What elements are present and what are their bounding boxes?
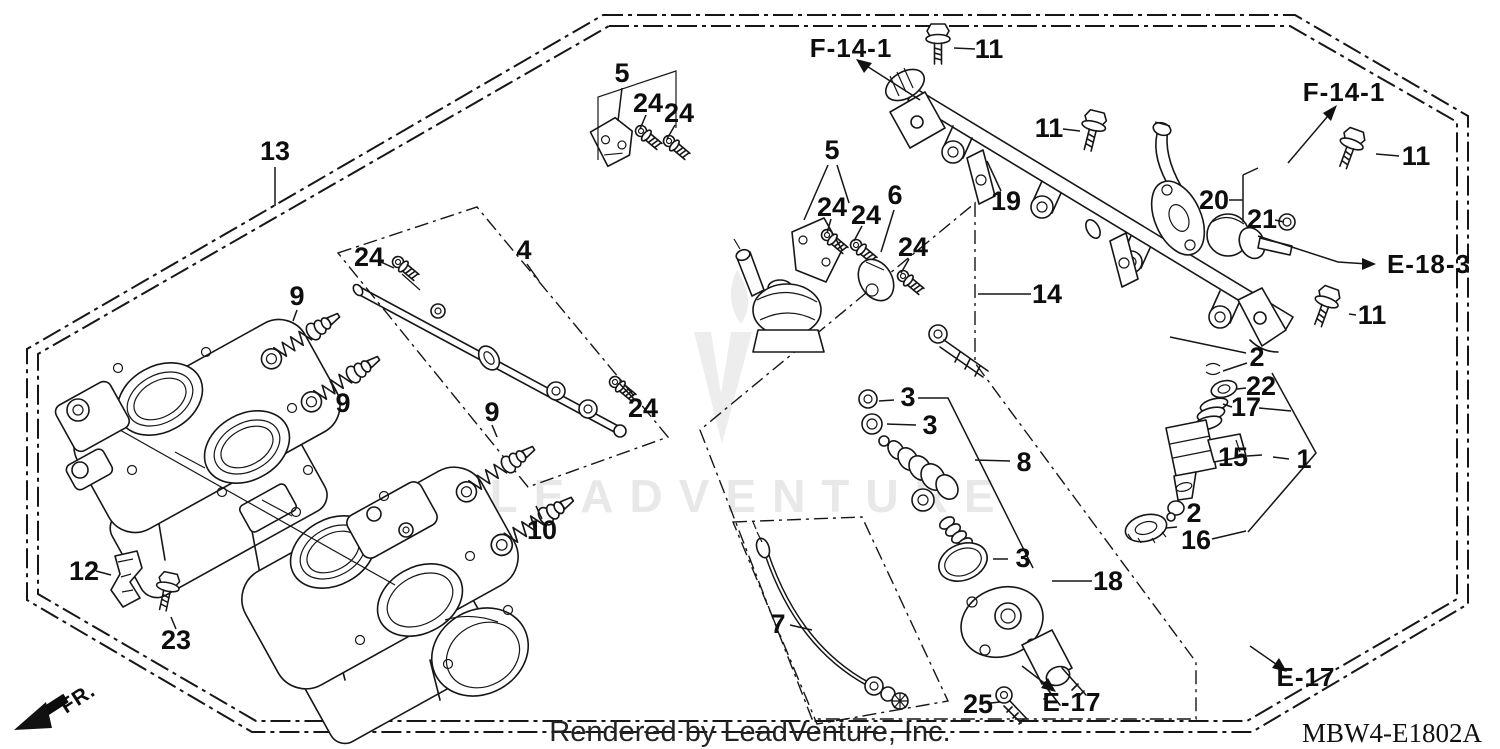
leader-lines [95,47,1400,704]
part-callout-24-29: 24 [354,242,384,272]
part-callout-11-4: 11 [975,34,1004,64]
oring-21-drawing [1278,213,1296,231]
bolt-11b-drawing [1075,107,1110,154]
part-callout-13-0: 13 [260,136,290,166]
part-callout-24-9: 24 [898,232,928,262]
part-callout-18-35: 18 [1093,566,1123,596]
bolt-11c-drawing [1331,124,1369,173]
part-callout-1-21: 1 [1296,444,1311,474]
part-callout-9-25: 9 [335,388,350,418]
seal-16-drawing [1124,513,1168,544]
bolt-24-b3-drawing [893,266,927,298]
front-direction-marker: FR. [14,679,100,730]
drawing-code: MBW4-E1802A [1302,718,1482,748]
bracket-5a-drawing [589,116,633,168]
part-callout-15-20: 15 [1218,442,1248,472]
ref-callout-E-17-4: E-17 [1043,687,1102,717]
part-callout-11-16: 11 [1358,300,1387,330]
bolt-24-rod-drawing [388,252,422,284]
part-callout-9-24: 9 [289,281,304,311]
diagram-border [26,14,1469,733]
footer-credit: Rendered by LeadVenture, Inc. [549,716,950,748]
part-callout-8-33: 8 [1016,447,1031,477]
bracket-5b-drawing [791,217,843,283]
screw-25-drawing [995,686,1028,725]
enclosure-7 [731,516,950,725]
part-callout-20-12: 20 [1199,185,1229,215]
regulator-20-drawing [1150,121,1293,260]
part-callout-5-1: 5 [614,58,629,88]
enclosure-4 [336,206,670,488]
bolt-11a-drawing [925,23,951,65]
bolt-24-a2-drawing [659,131,693,163]
leadventure-watermark: LEADVENTURE [489,270,1010,522]
part-callout-3-32: 3 [922,410,937,440]
part-callout-2-17: 2 [1249,342,1264,372]
watermark-text: LEADVENTURE [489,470,1010,522]
part-callout-24-30: 24 [628,393,658,423]
intake-funnel [430,607,530,697]
part-callout-5-5: 5 [824,135,839,165]
part-callout-17-19: 17 [1231,392,1261,422]
part-callout-6-8: 6 [887,180,902,210]
part-callout-23-37: 23 [161,625,191,655]
bolt-11d-drawing [1306,282,1344,331]
part-callout-11-11: 11 [1035,113,1064,143]
throttle-body-drawing [54,318,530,745]
fr-label: FR. [56,679,99,718]
part-callout-2-22: 2 [1186,498,1201,528]
clamp-6-drawing [857,258,895,302]
enclosure-14 [699,201,1197,720]
fuel-rail-drawing [884,67,1294,353]
ref-callout-F-14-1-1: F-14-1 [1303,77,1386,107]
part-callout-7-38: 7 [770,609,785,639]
part-callout-24-6: 24 [817,192,847,222]
part-callout-3-31: 3 [900,382,915,412]
part-callout-24-3: 24 [664,98,694,128]
part-callout-16-23: 16 [1181,525,1211,555]
part-callout-25-39: 25 [963,689,993,719]
ref-callout-E-18-3-2: E-18-3 [1387,249,1471,279]
watermark-v-icon [694,332,752,444]
bolt-24-a1-drawing [631,121,665,153]
part-callout-21-13: 21 [1247,204,1277,234]
watermark-flame-icon [730,270,749,324]
sensor-valve-drawing [733,238,825,353]
reference-arrows [856,59,1376,692]
part-callout-10-27: 10 [527,515,557,545]
part-callout-11-15: 11 [1402,141,1431,171]
valve-18-drawing [960,585,1087,706]
ref-callout-F-14-1-0: F-14-1 [810,33,893,63]
ref-callout-E-17-3: E-17 [1277,662,1336,692]
part-callout-19-10: 19 [991,186,1021,216]
rod-4-drawing [352,273,627,438]
part-callout-4-28: 4 [516,235,531,265]
part-callout-14-14: 14 [1032,279,1062,309]
injector-1-drawing [1165,362,1247,522]
stay-12-drawing [110,550,143,608]
part-callout-12-36: 12 [69,556,99,586]
group-enclosures [336,201,1197,725]
part-callout-9-26: 9 [484,397,499,427]
stack-8-drawing [858,324,989,582]
part-callout-24-7: 24 [851,200,881,230]
part-callout-24-2: 24 [633,88,663,118]
part-callout-3-34: 3 [1015,543,1030,573]
part-callout-22-18: 22 [1246,371,1276,401]
cable-7-drawing [752,521,909,710]
